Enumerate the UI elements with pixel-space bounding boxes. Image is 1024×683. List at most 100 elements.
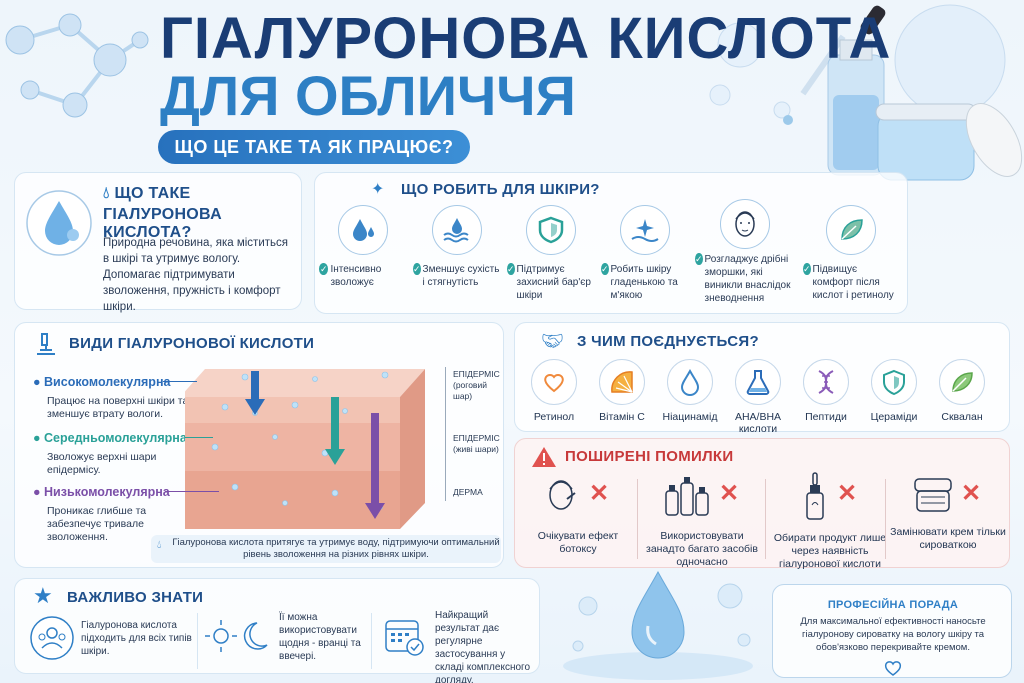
benefit-label: Інтенсивно зволожує xyxy=(330,264,382,288)
type-name: Низькомолекулярна xyxy=(44,485,170,499)
microscope-icon xyxy=(37,333,55,355)
x-mark-icon: ✕ xyxy=(961,480,982,507)
mistakes-heading: ПОШИРЕНІ ПОМИЛКИ xyxy=(565,448,734,465)
combos-card: 🤝︎ З ЧИМ ПОЄДНУЄТЬСЯ? Ретинол Вітамін С … xyxy=(514,322,1010,435)
what-is-card: 💧︎ ЩО ТАКЕ ГІАЛУРОНОВА КИСЛОТА? Природна… xyxy=(14,172,302,313)
drop-bullet-icon: 💧︎ xyxy=(103,185,110,202)
combo-label: Ніацинамід xyxy=(662,411,718,423)
mistake-item: Замінювати крем тільки сироваткою xyxy=(889,471,1007,552)
benefit-label: Підтримує захисний бар'єр шкіри xyxy=(516,264,591,301)
combo-item: Ніацинамід xyxy=(655,359,725,423)
what-is-heading: ЩО ТАКЕ xyxy=(114,185,191,202)
important-text-3: Найкращий результат дає регулярне застос… xyxy=(435,610,531,683)
combo-label: Вітамін С xyxy=(599,411,645,423)
droplet-icon xyxy=(26,190,92,256)
benefit-item: ✓Інтенсивно зволожує xyxy=(319,205,407,289)
benefit-item: ✓Підвищує комфорт після кислот і ретинол… xyxy=(803,205,899,302)
mistake-label: Використовувати занадто багато засобів о… xyxy=(646,530,758,568)
serum-bottle-illustration xyxy=(709,4,1023,181)
layer-label: ЕПІДЕРМІС(роговий шар) xyxy=(453,369,500,401)
combo-item: Пептиди xyxy=(791,359,861,423)
bottles-icon xyxy=(665,477,709,516)
sparkle-icon: ✦ xyxy=(371,181,385,198)
combo-item: Сквалан xyxy=(927,359,997,423)
types-caption: Гіалуронова кислота притягує та утримує … xyxy=(172,537,500,560)
mistake-label: Замінювати крем тільки сироваткою xyxy=(890,526,1006,551)
benefit-item: ✓Робить шкіру гладенькою та м'якою xyxy=(601,205,689,302)
type-desc: Працює на поверхні шкіри та зменшує втра… xyxy=(47,395,189,420)
important-text-2: Її можна використовувати щодня - вранці … xyxy=(279,612,361,662)
type-desc: Проникає глибше та забезпечує тривале зв… xyxy=(47,505,147,543)
water-drop-splash-illustration xyxy=(563,570,753,680)
layer-label: ДЕРМА xyxy=(453,487,483,497)
face-injection-icon xyxy=(549,480,576,510)
important-heading: ВАЖЛИВО ЗНАТИ xyxy=(67,589,204,606)
type-medium: ● Середньомолекулярна Зволожує верхні ша… xyxy=(33,431,198,477)
tip-heading: ПРОФЕСІЙНА ПОРАДА xyxy=(827,599,959,611)
what-is-text-1: Природна речовина, яка міститься в шкірі… xyxy=(103,237,288,265)
molecule-illustration xyxy=(5,13,149,118)
benefit-label: Зменшує сухість і стягнутість xyxy=(422,264,500,288)
mistake-label: Обирати продукт лише через наявність гіа… xyxy=(773,532,887,570)
combos-heading: З ЧИМ ПОЄДНУЄТЬСЯ? xyxy=(577,333,759,350)
mistake-label: Очікувати ефект ботоксу xyxy=(537,530,619,555)
face-icon xyxy=(735,211,755,237)
types-heading: ВИДИ ГІАЛУРОНОВОЇ КИСЛОТИ xyxy=(69,335,315,352)
mistake-item: Використовувати занадто багато засобів о… xyxy=(643,471,761,569)
page-title: ГІАЛУРОНОВА КИСЛОТА xyxy=(160,6,892,71)
combo-label: AHA/BHA кислоти xyxy=(734,411,782,435)
mistake-item: Обирати продукт лише через наявність гіа… xyxy=(771,471,889,571)
skin-cross-section xyxy=(185,369,425,529)
sparkle-skin-icon xyxy=(631,219,659,242)
benefit-item: ✓Підтримує захисний бар'єр шкіри xyxy=(507,205,595,302)
x-mark-icon: ✕ xyxy=(837,480,858,507)
benefit-item: ✓Розгладжує дрібні зморшки, які виникли … xyxy=(695,199,795,305)
dropper-bottle-icon xyxy=(806,472,824,520)
benefit-label: Розгладжує дрібні зморшки, які виникли в… xyxy=(704,254,791,304)
cream-jar-icon xyxy=(914,478,952,512)
combo-item: Вітамін С xyxy=(587,359,657,423)
dna-icon xyxy=(818,370,834,394)
subtitle-pill: ЩО ЦЕ ТАКЕ ТА ЯК ПРАЦЮЄ? xyxy=(158,130,470,164)
droplets-icon: 💧︎ xyxy=(157,539,162,551)
combo-item: Цераміди xyxy=(859,359,929,423)
combo-label: Цераміди xyxy=(870,411,918,423)
important-text-1: Гіалуронова кислота підходить для всіх т… xyxy=(81,620,192,657)
shield-icon xyxy=(883,369,905,396)
type-low: ● Низькомолекулярна Проникає глибше та з… xyxy=(33,485,198,544)
combo-item: AHA/BHA кислоти xyxy=(723,359,793,435)
x-mark-icon: ✕ xyxy=(589,480,610,507)
tip-text: Для максимальної ефективності наносьте г… xyxy=(800,616,986,653)
types-card: ВИДИ ГІАЛУРОНОВОЇ КИСЛОТИ ● Високомолеку… xyxy=(14,322,504,568)
combo-item: Ретинол xyxy=(519,359,589,423)
combo-label: Пептиди xyxy=(805,411,847,423)
drops-icon xyxy=(353,219,374,241)
what-is-text-2: Допомагає підтримувати зволоження, пружн… xyxy=(103,269,281,313)
calendar-check-icon xyxy=(385,620,424,656)
drop-icon xyxy=(680,368,700,396)
warning-icon xyxy=(532,447,556,467)
tip-card: ПРОФЕСІЙНА ПОРАДА Для максимальної ефект… xyxy=(772,584,1012,678)
shield-icon xyxy=(538,216,564,244)
type-name: Середньомолекулярна xyxy=(44,431,187,445)
star-icon: ★ xyxy=(33,583,53,608)
benefit-label: Робить шкіру гладенькою та м'якою xyxy=(610,264,678,301)
water-waves-icon xyxy=(443,218,469,243)
benefit-label: Підвищує комфорт після кислот і ретинолу xyxy=(812,264,894,301)
combo-label: Сквалан xyxy=(941,411,983,423)
mistake-item: Очікувати ефект ботоксу xyxy=(519,471,637,556)
benefits-heading: ЩО РОБИТЬ ДЛЯ ШКІРИ? xyxy=(401,181,600,198)
page-title-line2: ДЛЯ ОБЛИЧЧЯ xyxy=(160,64,576,127)
benefit-item: ✓Зменшує сухість і стягнутість xyxy=(413,205,501,289)
handshake-icon: 🤝︎ xyxy=(541,331,564,351)
important-card: ★ ВАЖЛИВО ЗНАТИ Гіалуронова кислота підх… xyxy=(14,578,540,683)
mistakes-card: ПОШИРЕНІ ПОМИЛКИ Очікувати ефект ботоксу… xyxy=(514,438,1010,571)
type-desc: Зволожує верхні шари епідермісу. xyxy=(47,451,157,476)
type-name: Високомолекулярна xyxy=(44,375,171,389)
leaf-icon xyxy=(841,219,863,240)
heart-icon xyxy=(884,661,902,676)
people-icon xyxy=(30,616,74,660)
sun-moon-icon xyxy=(205,620,268,652)
benefits-card: ✦ ЩО РОБИТЬ ДЛЯ ШКІРИ? ✓Інтенсивно зволо… xyxy=(314,172,908,314)
layer-label: ЕПІДЕРМІС(живі шари) xyxy=(453,433,500,454)
